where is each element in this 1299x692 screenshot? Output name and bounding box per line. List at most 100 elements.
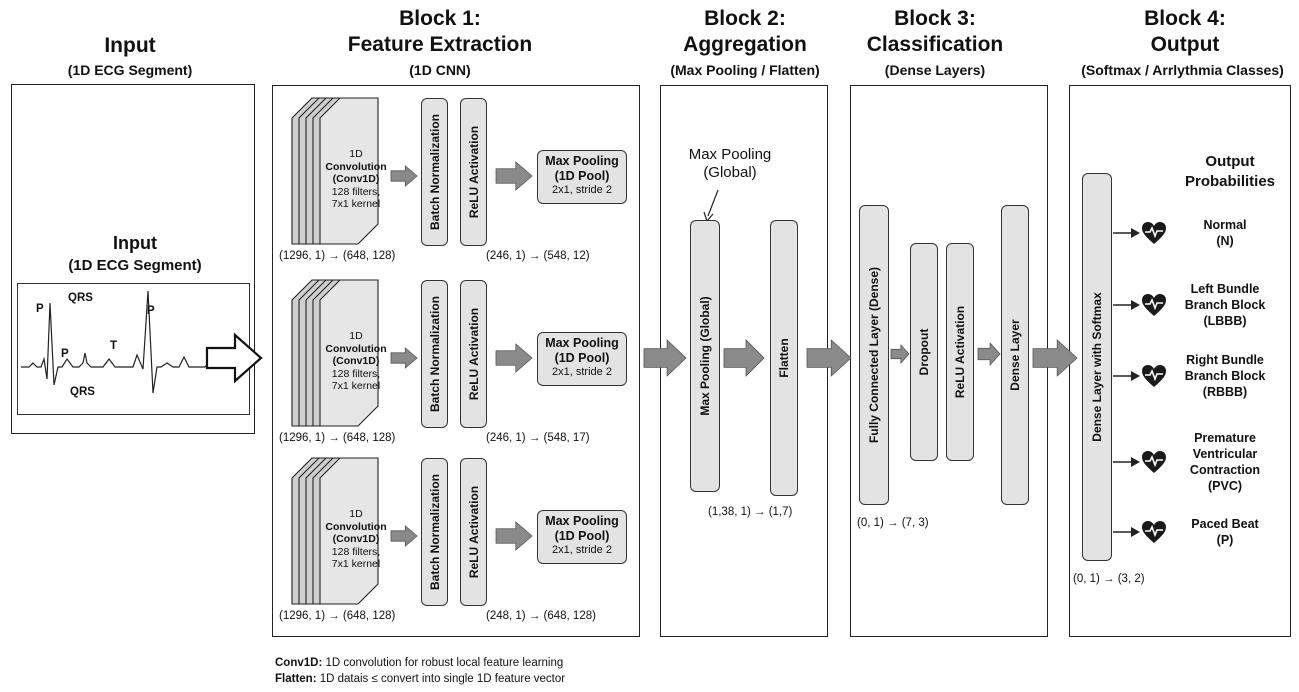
relu-activation-bar: ReLU Activation	[460, 458, 487, 606]
input-header-title: Input	[104, 34, 156, 57]
conv-line4: 128 filters,	[331, 545, 381, 558]
conv-line2: Convolution	[325, 342, 387, 355]
conv-line2: Convolution	[325, 520, 387, 533]
class-label-line2: Branch Block	[1184, 298, 1266, 312]
callout-line2: (Global)	[703, 164, 757, 181]
fc-to-dropout-arrow	[890, 343, 910, 365]
fully-connected-label: Fully Connected Layer (Dense)	[867, 266, 881, 444]
max-pooling-subtitle: (1D Pool)	[554, 529, 610, 543]
input-panel-title: Input	[113, 233, 157, 253]
block3-header-subtitle: (Dense Layers)	[884, 62, 986, 78]
class-label-line2: (N)	[1216, 234, 1234, 248]
batch-norm-label: Batch Normalization	[427, 295, 442, 413]
dense-layer-bar: Dense Layer	[1001, 205, 1029, 505]
block3-header-title: Block 3:	[894, 7, 976, 30]
dense-layer-label: Dense Layer	[1008, 319, 1022, 391]
input-header-subtitle: (1D ECG Segment)	[67, 62, 193, 78]
block2-header-name: Aggregation	[683, 33, 807, 56]
max-pooling-title: Max Pooling	[545, 514, 619, 528]
input-panel-subtitle: (1D ECG Segment)	[68, 257, 202, 274]
softmax-bar: Dense Layer with Softmax	[1082, 173, 1112, 561]
block1-header-subtitle: (1D CNN)	[409, 62, 471, 78]
fully-connected-bar: Fully Connected Layer (Dense)	[859, 205, 889, 505]
ecg-label-p3: P	[147, 305, 155, 317]
class-pointer-arrow	[1113, 228, 1140, 238]
flatten-label: Flatten	[777, 338, 791, 378]
block1-header-name: Feature Extraction	[347, 33, 533, 56]
block3-shape: (0, 1) → (7, 3)	[857, 517, 929, 529]
block4-header-subtitle: (Softmax / Arrlythmia Classes)	[1081, 62, 1284, 78]
shape-right: (246, 1) → (548, 12)	[486, 250, 590, 262]
conv1d-stack-icon	[291, 457, 379, 605]
ecg-label-qrs-bottom: QRS	[70, 386, 95, 398]
output-probabilities-title: Output Probabilities	[1170, 152, 1290, 192]
max-pooling-global-label: Max Pooling (Global)	[698, 296, 712, 416]
conv-line4: 128 filters,	[331, 367, 381, 380]
legend-conv1d-key: Conv1D:	[275, 657, 323, 669]
class-label: Paced Beat (P)	[1166, 516, 1284, 548]
class-label-line4: (PVC)	[1207, 479, 1243, 493]
conv-line1: 1D	[349, 508, 363, 520]
relu-to-pool-arrow	[495, 343, 533, 373]
conv1d-stack-icon	[291, 97, 379, 245]
legend-flatten-text: 1D datais ≤ convert into single 1D featu…	[316, 673, 566, 685]
input-to-block1-arrow	[205, 332, 263, 384]
block1-header-title: Block 1:	[399, 7, 481, 30]
class-label-line1: Paced Beat	[1191, 517, 1259, 531]
shape-left: (1296, 1) → (648, 128)	[279, 432, 396, 444]
conv-line3: (Conv1D)	[332, 533, 380, 545]
block1-to-block2-arrow	[643, 339, 687, 377]
flatten-bar: Flatten	[770, 220, 798, 496]
conv-to-bn-arrow	[390, 165, 418, 187]
shape-right: (248, 1) → (648, 128)	[486, 610, 596, 622]
softmax-label: Dense Layer with Softmax	[1090, 292, 1104, 442]
relu-to-pool-arrow	[495, 521, 533, 551]
batch-norm-bar: Batch Normalization	[421, 458, 448, 606]
batch-norm-bar: Batch Normalization	[421, 98, 448, 246]
max-pooling-subtitle: (1D Pool)	[554, 351, 610, 365]
conv-line3: (Conv1D)	[332, 173, 380, 185]
class-label-line2: Branch Block	[1184, 369, 1266, 383]
block3-relu-bar: ReLU Activation	[946, 243, 974, 461]
batch-norm-label: Batch Normalization	[427, 113, 442, 231]
batch-norm-label: Batch Normalization	[427, 473, 442, 591]
conv-line5: 7x1 kernel	[331, 380, 381, 392]
class-label-line2: (P)	[1216, 533, 1234, 547]
heart-pulse-icon	[1142, 365, 1166, 387]
block3-to-block4-arrow	[1032, 339, 1078, 377]
callout-pointer	[703, 189, 719, 223]
block2-header-subtitle: (Max Pooling / Flatten)	[670, 62, 820, 78]
prob-title-line2: Probabilities	[1184, 173, 1276, 190]
input-panel	[11, 84, 255, 434]
conv-line2: Convolution	[325, 160, 387, 173]
ecg-label-p1: P	[36, 303, 44, 315]
heart-pulse-icon	[1142, 294, 1166, 316]
relu-activation-label: ReLU Activation	[466, 125, 481, 219]
block2-to-block3-arrow	[806, 339, 852, 377]
ecg-label-qrs-top: QRS	[68, 292, 93, 304]
max-pooling-params: 2x1, stride 2	[552, 184, 612, 196]
class-label-line3: (LBBB)	[1203, 314, 1247, 328]
class-pointer-arrow	[1113, 371, 1140, 381]
block2-shape: (1,38, 1) → (1,7)	[708, 506, 793, 518]
max-pooling-box: Max Pooling(1D Pool)2x1, stride 2	[537, 332, 627, 386]
max-pooling-box: Max Pooling(1D Pool)2x1, stride 2	[537, 150, 627, 204]
conv-line5: 7x1 kernel	[331, 198, 381, 210]
conv1d-stack-icon	[291, 279, 379, 427]
max-pooling-box: Max Pooling(1D Pool)2x1, stride 2	[537, 510, 627, 564]
conv-line1: 1D	[349, 330, 363, 342]
conv-line1: 1D	[349, 148, 363, 160]
batch-norm-bar: Batch Normalization	[421, 280, 448, 428]
dropout-label: Dropout	[917, 328, 931, 376]
heart-pulse-icon	[1142, 521, 1166, 543]
class-label-line3: (RBBB)	[1202, 385, 1248, 399]
ecg-label-p2: P	[61, 348, 69, 360]
legend-flatten-key: Flatten:	[275, 673, 317, 685]
relu-activation-bar: ReLU Activation	[460, 98, 487, 246]
relu-to-pool-arrow	[495, 161, 533, 191]
block4-header-name: Output	[1150, 33, 1220, 56]
